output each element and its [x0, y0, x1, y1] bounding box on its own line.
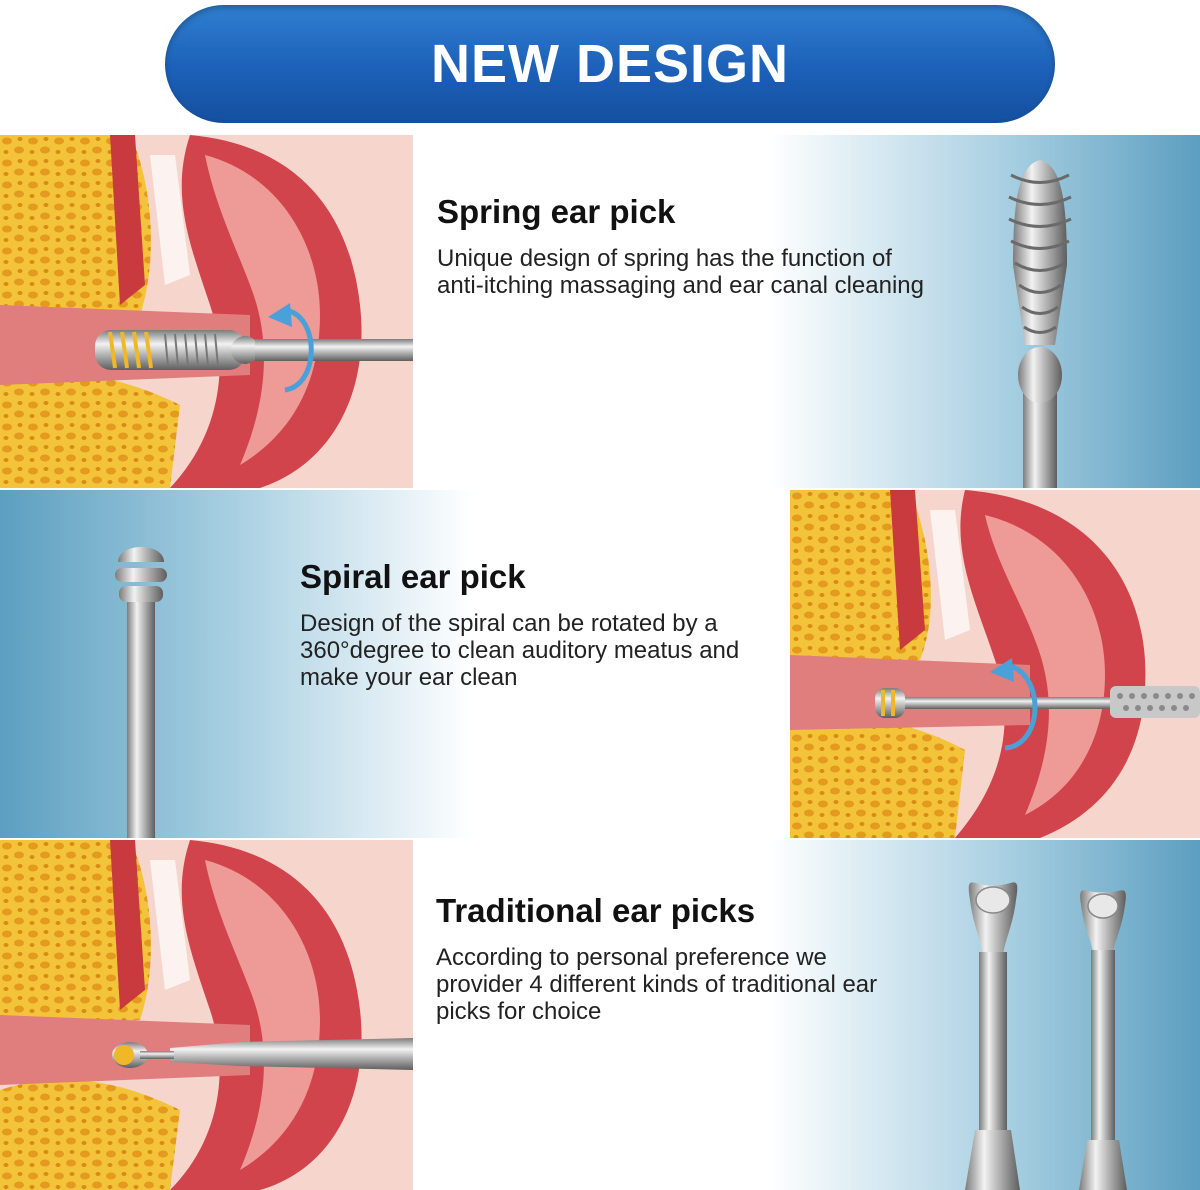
rotate-arrow-icon: [1004, 662, 1038, 751]
ear-anatomy-illustration: [0, 135, 413, 488]
scoop-ear-pick: [1079, 890, 1127, 1190]
spiral-heading: Spiral ear pick: [300, 558, 526, 595]
spring-text: Spring ear pick Unique design of spring …: [437, 193, 957, 299]
scoop-ear-pick: [965, 882, 1020, 1190]
ear-illustration-traditional: [0, 840, 413, 1190]
ear-illustration-spiral: [790, 490, 1200, 838]
spiral-text: Spiral ear pick Design of the spiral can…: [300, 558, 780, 691]
traditional-panel: Traditional ear picks According to perso…: [415, 840, 1200, 1190]
ear-illustration-spring: [0, 135, 413, 488]
spring-panel-bg: [415, 135, 1200, 488]
ear-anatomy-illustration: [0, 840, 413, 1190]
spiral-ear-pick: [127, 600, 155, 838]
spiral-description: Design of the spiral can be rotated by a…: [300, 610, 740, 691]
banner-title: NEW DESIGN: [430, 34, 790, 94]
traditional-description: According to personal preference we prov…: [436, 944, 878, 1025]
spring-heading: Spring ear pick: [437, 193, 676, 230]
spring-description: Unique design of spring has the function…: [437, 245, 924, 299]
traditional-panel-bg: [415, 840, 1200, 1190]
spring-ear-pick: [1013, 160, 1067, 345]
traditional-heading: Traditional ear picks: [436, 892, 756, 929]
traditional-text: Traditional ear picks According to perso…: [436, 892, 956, 1025]
rotate-arrow-icon: [284, 307, 314, 393]
ear-anatomy-illustration: [790, 490, 1200, 838]
spiral-panel-bg: [0, 490, 787, 838]
header-banner: NEW DESIGN: [165, 5, 1055, 123]
spring-panel: Spring ear pick Unique design of spring …: [415, 135, 1200, 488]
spiral-panel: Spiral ear pick Design of the spiral can…: [0, 490, 787, 838]
